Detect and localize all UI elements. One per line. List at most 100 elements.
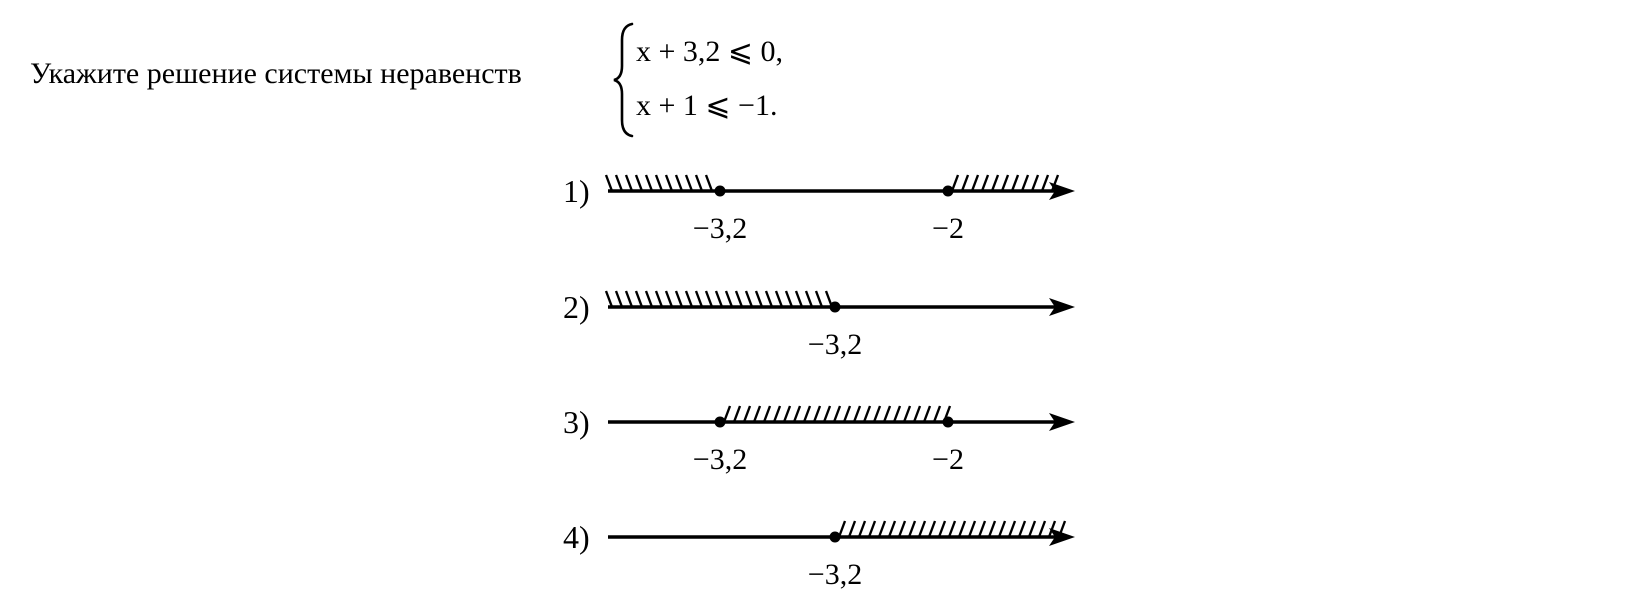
hatch-stroke — [882, 405, 892, 423]
hatch-stroke — [980, 174, 990, 192]
hatch-stroke — [912, 405, 922, 423]
hatch-stroke — [892, 405, 902, 423]
hatch-stroke — [804, 290, 814, 308]
hatch-stroke — [977, 520, 987, 538]
hatch-stroke — [734, 290, 744, 308]
hatch-stroke — [1000, 174, 1010, 192]
point-marker — [829, 301, 841, 313]
hatch-stroke — [1050, 174, 1060, 192]
hatch-stroke — [832, 405, 842, 423]
hatch-stroke — [694, 174, 704, 192]
hatch-stroke — [822, 405, 832, 423]
inequality-2: x + 1 ⩽ −1. — [636, 89, 778, 122]
hatch-stroke — [862, 405, 872, 423]
hatch-stroke — [852, 405, 862, 423]
hatch-stroke — [970, 174, 980, 192]
hatch-stroke — [724, 290, 734, 308]
point-marker — [829, 531, 841, 543]
hatch-stroke — [614, 290, 624, 308]
hatch-stroke — [867, 520, 877, 538]
point-marker — [714, 416, 726, 428]
point-marker — [942, 185, 954, 197]
hatch-stroke — [732, 405, 742, 423]
hatch-stroke — [604, 290, 614, 308]
hatch-stroke — [1017, 520, 1027, 538]
hatch-stroke — [684, 290, 694, 308]
hatch-stroke — [604, 174, 614, 192]
hatch-stroke — [842, 405, 852, 423]
hatch-stroke — [762, 405, 772, 423]
arrow-icon — [1049, 528, 1075, 546]
point-label: −2 — [932, 212, 964, 245]
hatch-stroke — [694, 290, 704, 308]
hatch-stroke — [1040, 174, 1050, 192]
hatch-stroke — [814, 290, 824, 308]
hatch-stroke — [802, 405, 812, 423]
hatch-stroke — [744, 290, 754, 308]
arrow-icon — [1049, 298, 1075, 316]
left-brace-icon — [613, 22, 634, 138]
hatch-stroke — [897, 520, 907, 538]
inequality-system: x + 3,2 ⩽ 0, x + 1 ⩽ −1. — [612, 22, 852, 138]
hatch-stroke — [644, 174, 654, 192]
hatch-stroke — [917, 520, 927, 538]
hatch-stroke — [1027, 520, 1037, 538]
hatch-stroke — [634, 290, 644, 308]
hatch-stroke — [1007, 520, 1017, 538]
hatch-between — [722, 405, 952, 423]
hatch-stroke — [614, 174, 624, 192]
hatch-stroke — [932, 405, 942, 423]
hatch-stroke — [754, 290, 764, 308]
hatch-stroke — [877, 520, 887, 538]
option-label-4: 4) — [563, 519, 590, 555]
hatch-stroke — [792, 405, 802, 423]
hatch-left — [604, 174, 714, 192]
hatch-stroke — [997, 520, 1007, 538]
hatch-stroke — [872, 405, 882, 423]
point-label: −2 — [932, 443, 964, 476]
hatch-stroke — [837, 520, 847, 538]
inequality-1: x + 3,2 ⩽ 0, — [636, 35, 784, 68]
hatch-stroke — [664, 174, 674, 192]
hatch-stroke — [847, 520, 857, 538]
hatch-stroke — [987, 520, 997, 538]
hatch-right — [837, 520, 1067, 538]
hatch-stroke — [674, 174, 684, 192]
option-label-3: 3) — [563, 404, 590, 440]
point-label: −3,2 — [693, 212, 747, 245]
hatch-stroke — [794, 290, 804, 308]
hatch-stroke — [927, 520, 937, 538]
hatch-stroke — [902, 405, 912, 423]
hatch-stroke — [922, 405, 932, 423]
option-label-2: 2) — [563, 289, 590, 325]
hatch-stroke — [937, 520, 947, 538]
point-label: −3,2 — [693, 443, 747, 476]
hatch-stroke — [1037, 520, 1047, 538]
hatch-stroke — [714, 290, 724, 308]
hatch-stroke — [950, 174, 960, 192]
arrow-icon — [1049, 413, 1075, 431]
hatch-stroke — [664, 290, 674, 308]
hatch-stroke — [1020, 174, 1030, 192]
point-label: −3,2 — [808, 328, 862, 361]
question-prompt: Укажите решение системы неравенств — [30, 57, 522, 90]
option-label-1: 1) — [563, 173, 590, 209]
point-label: −3,2 — [808, 558, 862, 591]
hatch-stroke — [752, 405, 762, 423]
point-marker — [942, 416, 954, 428]
hatch-stroke — [774, 290, 784, 308]
hatch-stroke — [1047, 520, 1057, 538]
hatch-stroke — [742, 405, 752, 423]
hatch-stroke — [782, 405, 792, 423]
hatch-stroke — [634, 174, 644, 192]
arrow-icon — [1049, 182, 1075, 200]
hatch-stroke — [624, 290, 634, 308]
hatch-stroke — [784, 290, 794, 308]
hatch-stroke — [990, 174, 1000, 192]
hatch-stroke — [1010, 174, 1020, 192]
hatch-stroke — [812, 405, 822, 423]
hatch-stroke — [764, 290, 774, 308]
hatch-stroke — [960, 174, 970, 192]
hatch-stroke — [967, 520, 977, 538]
